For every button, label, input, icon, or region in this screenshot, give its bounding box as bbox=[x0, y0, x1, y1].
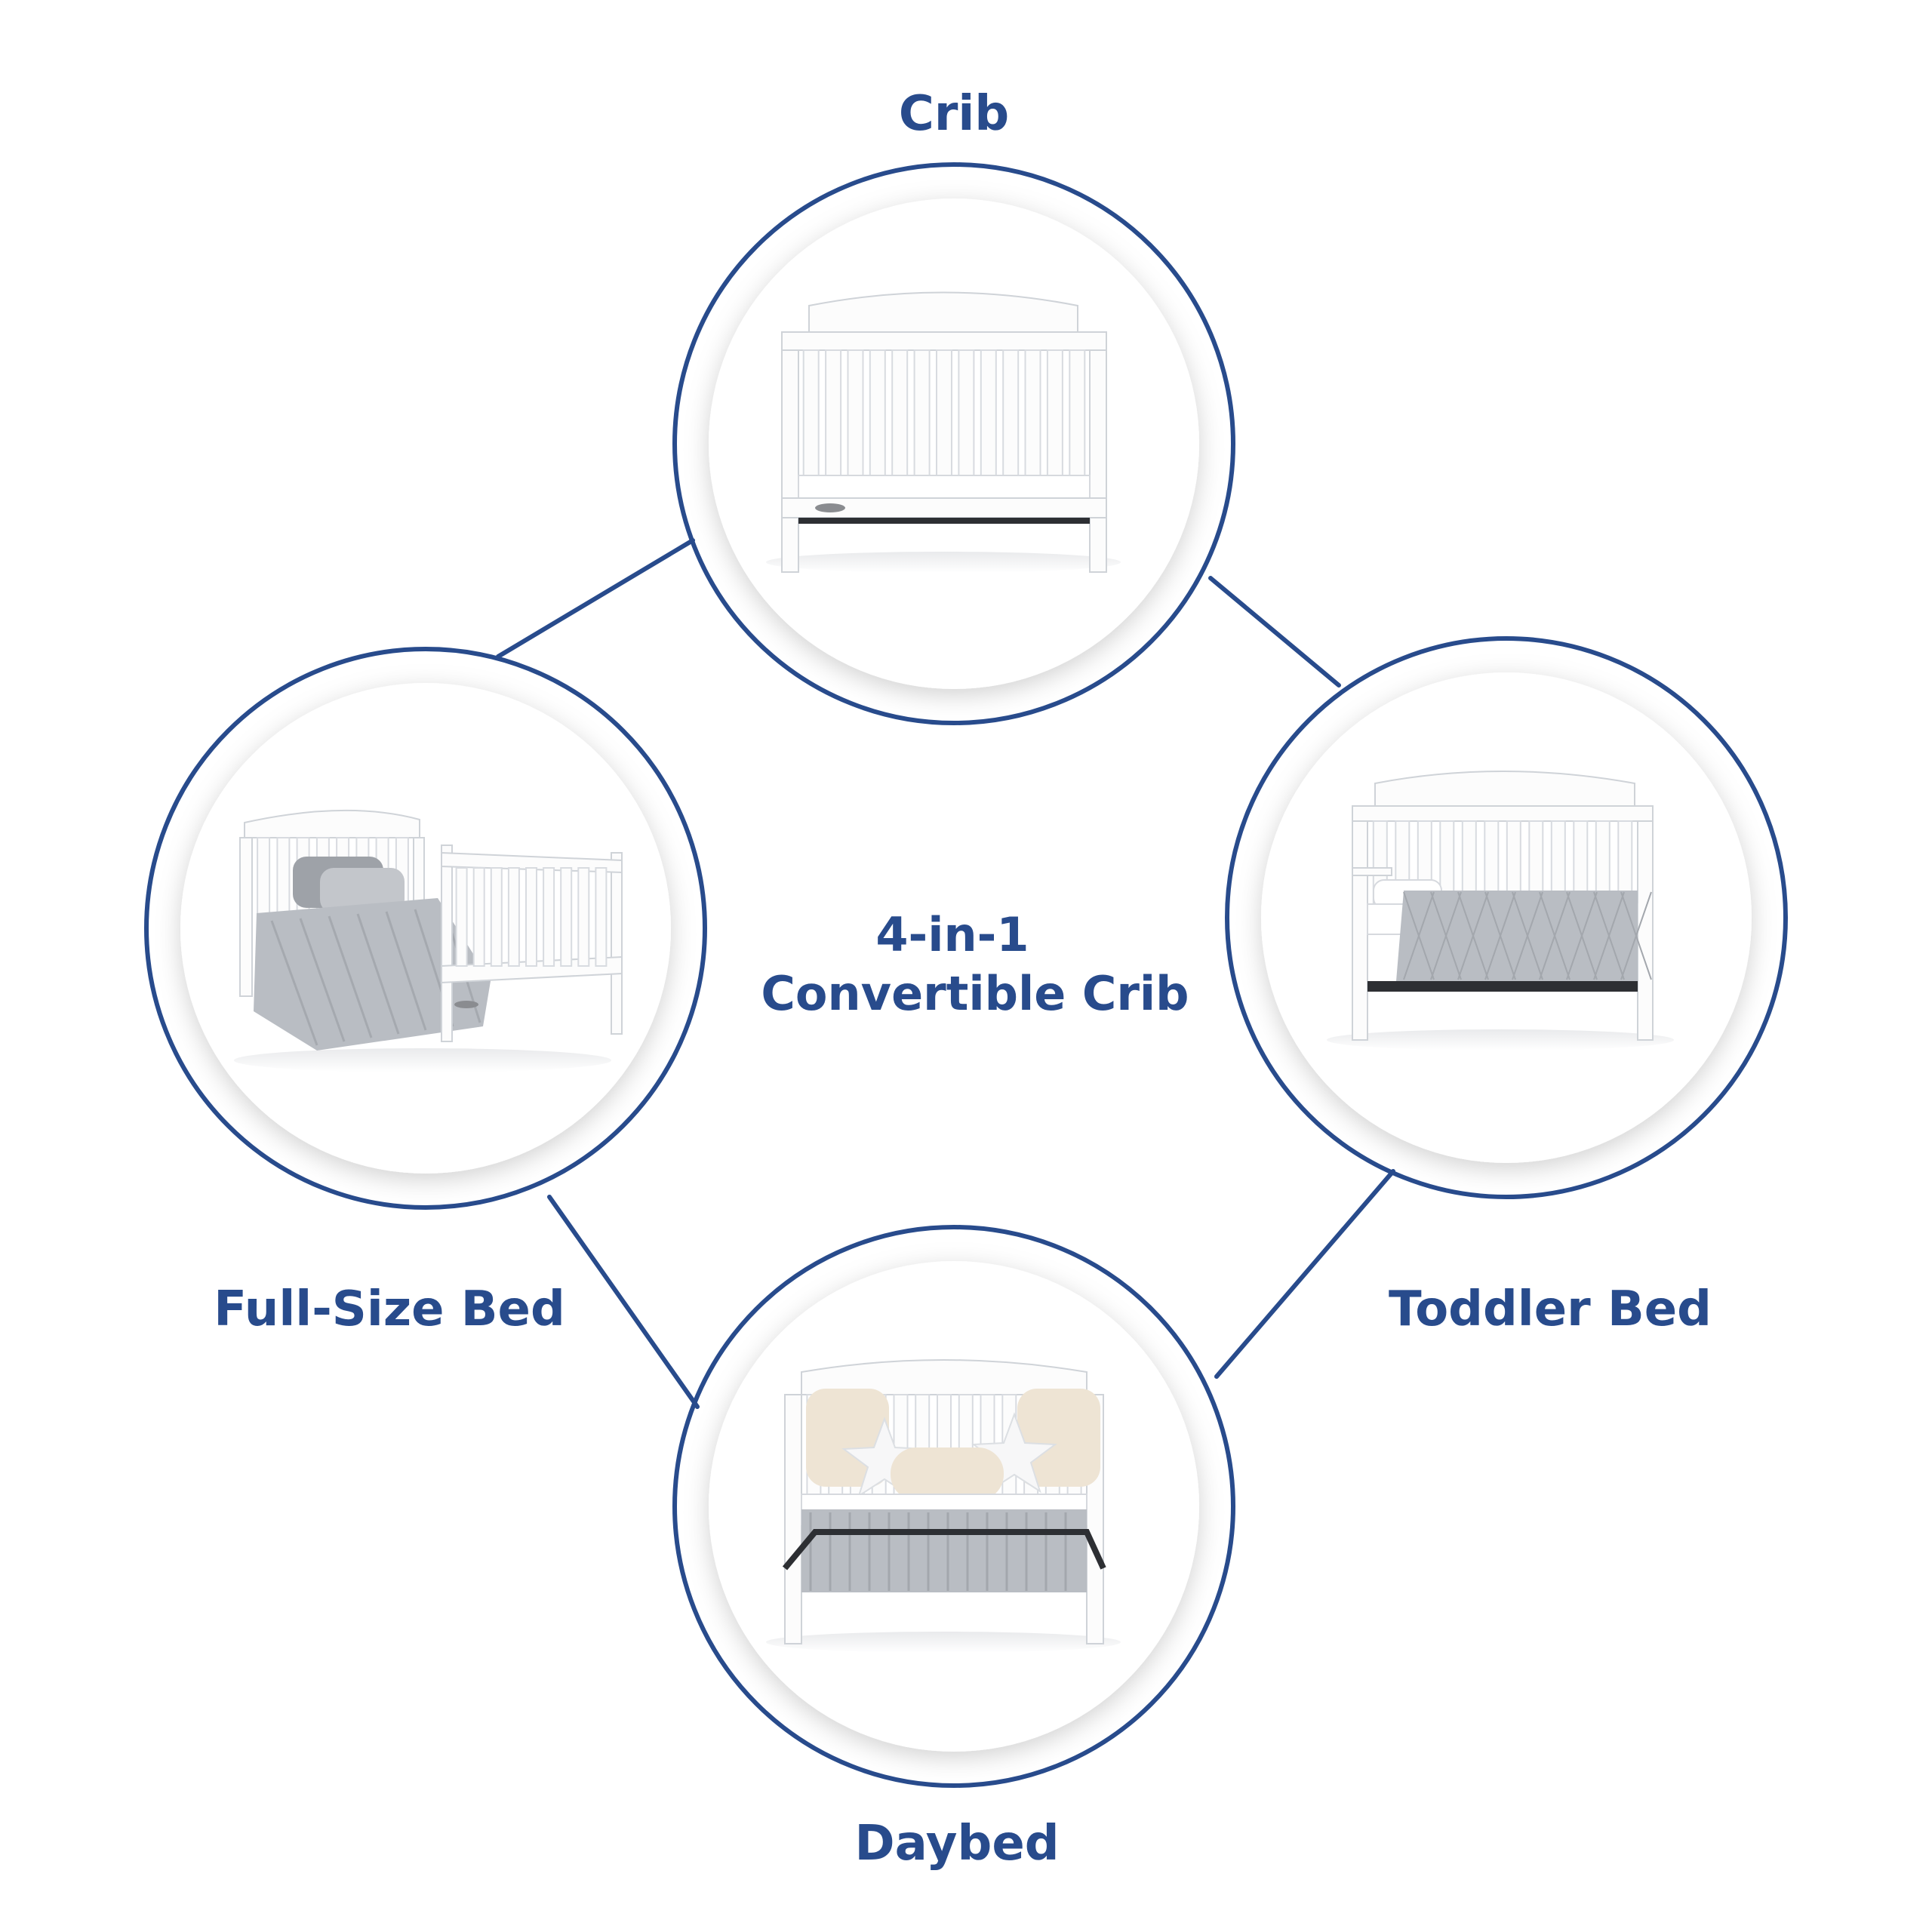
quilt-stitch bbox=[1403, 891, 1435, 980]
quilt-stitch bbox=[1566, 891, 1598, 980]
crib-outer-ring bbox=[672, 162, 1235, 725]
footboard-slat bbox=[490, 867, 503, 967]
footboard-slat bbox=[595, 867, 608, 967]
full-size-bed-node bbox=[144, 647, 707, 1210]
crib-node bbox=[672, 162, 1235, 725]
connector-toddler-daybed bbox=[1214, 1169, 1395, 1379]
headboard-slat bbox=[276, 837, 291, 921]
center-title-line1: 4-in-1 bbox=[875, 907, 1029, 962]
daybed-outer-ring bbox=[672, 1225, 1235, 1788]
connector-crib-toddler bbox=[1208, 576, 1341, 688]
footboard-slat bbox=[560, 867, 573, 967]
connector-crib-full bbox=[496, 538, 695, 659]
footboard-slat bbox=[543, 867, 555, 967]
footboard-slat bbox=[577, 867, 590, 967]
connector-full-daybed bbox=[547, 1195, 700, 1409]
daybed-label: Daybed bbox=[854, 1816, 1059, 1872]
connector-lines bbox=[496, 538, 1395, 1409]
footboard-slat bbox=[455, 867, 468, 967]
quilt-stitch bbox=[1593, 891, 1625, 980]
quilt-stitch bbox=[356, 913, 400, 1035]
toddler-bed-label: Toddler Bed bbox=[1389, 1281, 1712, 1337]
full-size-bed-label: Full-Size Bed bbox=[214, 1281, 565, 1337]
full-size-bed-outer-ring bbox=[144, 647, 707, 1210]
toddler-bed-node bbox=[1225, 636, 1788, 1199]
quilt-stitch bbox=[1430, 891, 1462, 980]
footboard-slat bbox=[472, 867, 485, 967]
quilt-stitch bbox=[270, 920, 318, 1046]
center-title-line2: Convertible Crib bbox=[761, 966, 1189, 1021]
footboard-slat bbox=[507, 867, 520, 967]
crib-illustration bbox=[766, 291, 1121, 573]
star-pillow-right bbox=[971, 1412, 1057, 1494]
quilt-stitch bbox=[1512, 891, 1543, 980]
headboard-slat bbox=[257, 837, 271, 921]
crib-label: Crib bbox=[899, 86, 1009, 142]
quilt-stitch bbox=[1484, 891, 1516, 980]
quilt-stitch bbox=[1539, 891, 1571, 980]
daybed-node bbox=[672, 1225, 1235, 1788]
quilt-stitch bbox=[385, 911, 427, 1031]
quilt-stitch bbox=[1457, 891, 1489, 980]
footboard-slat bbox=[525, 867, 537, 967]
quilt-stitch bbox=[1620, 891, 1652, 980]
daybed-illustration bbox=[766, 1359, 1121, 1653]
quilt-stitch bbox=[328, 915, 373, 1038]
full-size-bed-illustration bbox=[234, 809, 623, 1072]
quilt-stitch bbox=[299, 918, 346, 1042]
toddler-bed-illustration bbox=[1327, 771, 1674, 1051]
toddler-bed-outer-ring bbox=[1225, 636, 1788, 1199]
